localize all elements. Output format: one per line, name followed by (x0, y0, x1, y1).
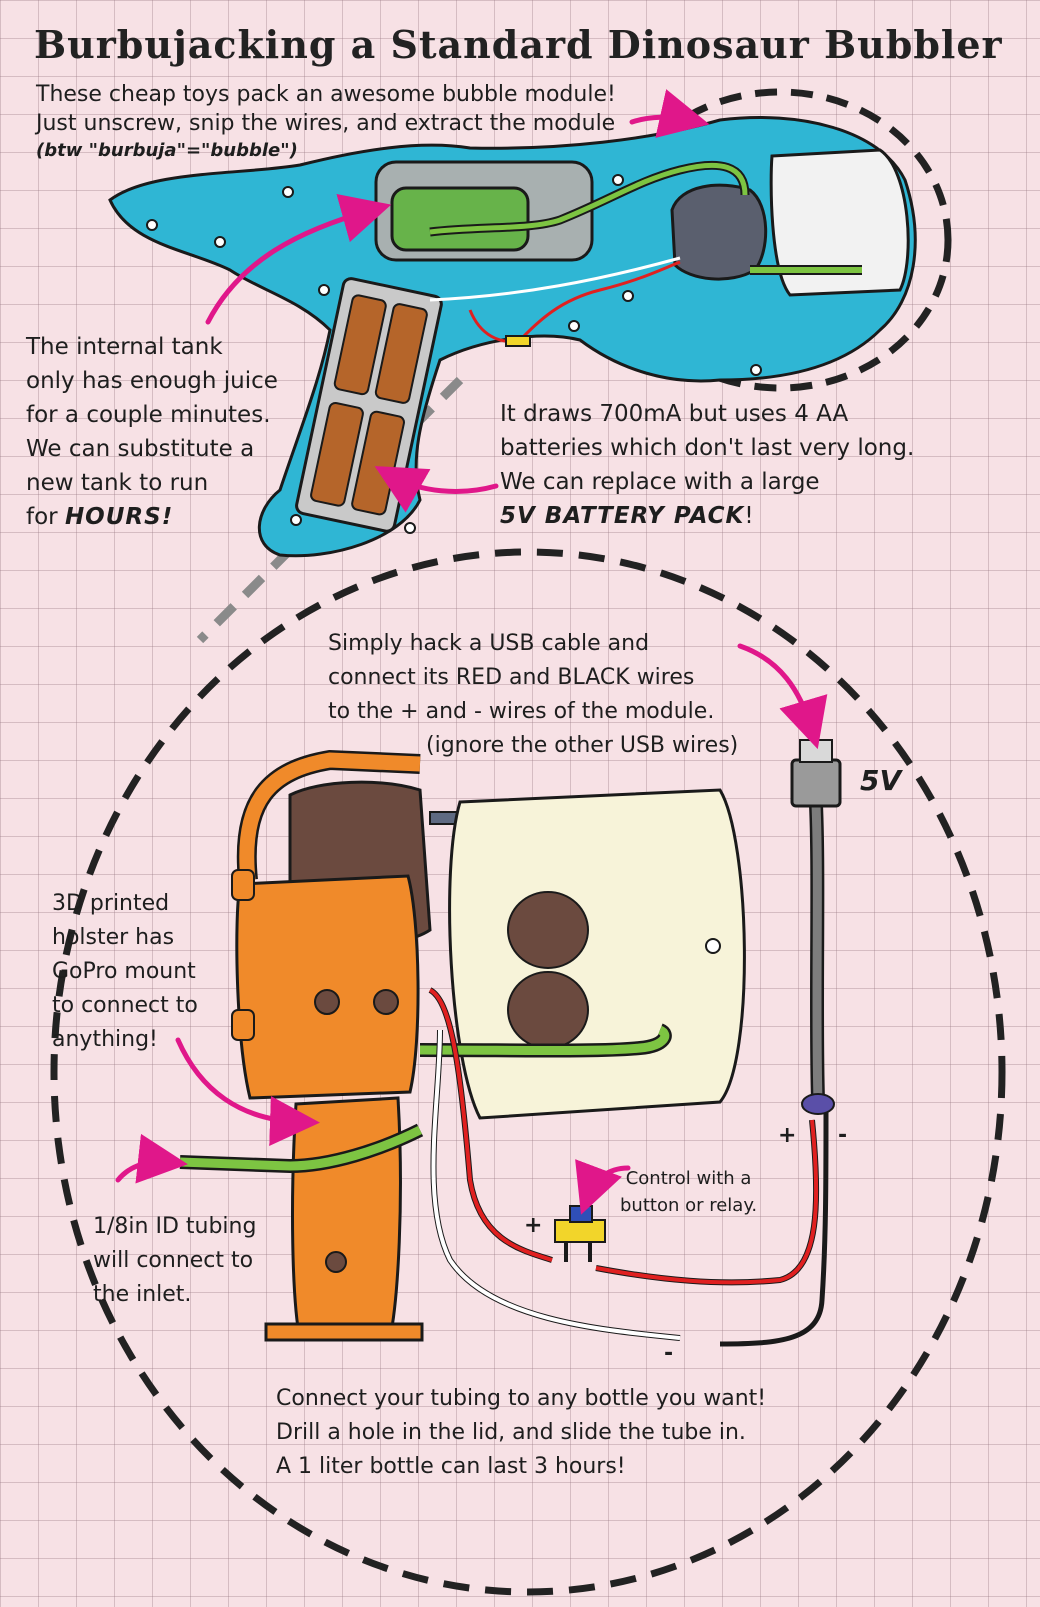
battery-note-line: 5V BATTERY PACK! (500, 499, 914, 533)
arrow-to-batteries (374, 466, 499, 513)
gopro-mount-base (264, 1322, 424, 1342)
fan-blade-lower (507, 971, 589, 1049)
arrow-to-inlet (115, 1133, 188, 1184)
bubble-module-assembly (179, 739, 842, 1347)
control-note-line: Control with a (625, 1168, 752, 1189)
gopro-mount-column (291, 1096, 402, 1342)
usb-note: Simply hack a USB cable and connect its … (328, 627, 738, 763)
control-note: Control with a button or relay. (620, 1165, 757, 1219)
tubing-note-line: will connect to (93, 1248, 254, 1274)
tank-note: The internal tank only has enough juice … (26, 330, 278, 534)
tank-note-prefix: for (26, 504, 65, 531)
screw-hole (214, 236, 226, 248)
arrow-to-holster (175, 1037, 320, 1146)
switch-plus-label: + (524, 1213, 542, 1238)
usb-note-line: to the + and - wires of the module. (328, 699, 715, 725)
screw-hole (282, 186, 294, 198)
battery-note-line: It draws 700mA but uses 4 AA (500, 401, 849, 427)
control-note-line: button or relay. (620, 1195, 758, 1216)
battery-note-emphasis: 5V BATTERY PACK (500, 503, 745, 530)
screw-hole (318, 284, 330, 296)
assembly-dashed-circle (50, 548, 1006, 1596)
fan-module-screw (705, 938, 721, 954)
holster-note: 3D printed holster has GoPro mount to co… (52, 887, 198, 1057)
holster-tab (231, 869, 255, 901)
tubing-note: 1/8in ID tubing will connect to the inle… (93, 1210, 256, 1312)
fan-blade-upper (507, 891, 589, 969)
tank-note-line: for HOURS! (26, 500, 278, 534)
holster-hole-left (314, 989, 340, 1015)
holster-tab (231, 1009, 255, 1041)
push-button-cap (569, 1205, 593, 1223)
usb-note-line: connect its RED and BLACK wires (328, 665, 695, 691)
internal-wire-red (468, 260, 681, 343)
screw-hole (622, 290, 634, 302)
module-minus-label: - (664, 1341, 673, 1366)
usb-note-line: (ignore the other USB wires) (426, 733, 739, 759)
arrow-to-tank (205, 193, 392, 325)
voltage-label: 5V (860, 764, 902, 797)
bubble-module-motor-small (670, 183, 768, 281)
push-button-switch (554, 1219, 606, 1243)
usb-wire-black (719, 1109, 829, 1347)
tank-note-line: for a couple minutes. (26, 402, 271, 429)
internal-tank (390, 186, 530, 252)
screw-hole (404, 522, 416, 534)
usb-connector-plug (799, 739, 833, 763)
screw-hole (612, 174, 624, 186)
screw-hole (750, 364, 762, 376)
usb-connector-body (790, 758, 842, 808)
dinosaur-bubbler-toy (108, 116, 917, 558)
annotation-arrows (115, 89, 828, 1215)
tank-note-line: The internal tank (26, 334, 223, 360)
tank-note-line: We can substitute a (26, 436, 255, 463)
screw-hole (290, 514, 302, 526)
usb-minus-label: - (838, 1123, 847, 1148)
screw-hole (146, 219, 158, 231)
intro-line: Just unscrew, snip the wires, and extrac… (36, 111, 616, 137)
holster-note-line: 3D printed (52, 891, 170, 916)
tank-note-line: only has enough juice (26, 368, 278, 395)
bottle-note: Connect your tubing to any bottle you wa… (276, 1382, 766, 1484)
intro-text: These cheap toys pack an awesome bubble … (36, 80, 616, 162)
arrow-to-module (629, 89, 710, 138)
holster-note-line: anything! (52, 1027, 158, 1053)
fan-module-housing (448, 788, 746, 1120)
tank-note-line: new tank to run (26, 470, 209, 497)
holster-hole-right (373, 989, 399, 1015)
arrow-to-usb (737, 643, 828, 750)
battery-note-line: batteries which don't last very long. (500, 435, 915, 462)
usb-plus-label: + (778, 1123, 796, 1148)
tubing-note-line: 1/8in ID tubing (93, 1214, 257, 1239)
bottle-note-line: Drill a hole in the lid, and slide the t… (276, 1420, 746, 1446)
tubing-note-line: the inlet. (93, 1282, 192, 1308)
battery-note: It draws 700mA but uses 4 AA batteries w… (500, 397, 914, 533)
intro-line: These cheap toys pack an awesome bubble … (36, 82, 616, 107)
usb-note-line: Simply hack a USB cable and (328, 631, 650, 656)
holster-note-line: holster has (52, 925, 175, 951)
battery-note-suffix: ! (744, 503, 754, 530)
holster-note-line: GoPro mount (52, 959, 196, 985)
gopro-mount-hole (325, 1251, 347, 1273)
module-highlight-dashed-circle (608, 88, 952, 392)
usb-cable-end (801, 1093, 835, 1115)
internal-switch (505, 335, 531, 347)
intro-note: (btw "burbuja"="bubble") (36, 139, 298, 161)
screw-hole (568, 320, 580, 332)
holster-note-line: to connect to (52, 993, 198, 1019)
holster-body (235, 874, 420, 1100)
bottle-note-line: Connect your tubing to any bottle you wa… (276, 1386, 767, 1411)
arrow-to-switch (575, 1159, 631, 1215)
bubble-module-fan-small (769, 148, 910, 297)
bottle-note-line: A 1 liter bottle can last 3 hours! (276, 1454, 626, 1480)
tank-note-emphasis: HOURS! (64, 504, 174, 531)
internal-wire-white (429, 256, 681, 302)
battery-note-line: We can replace with a large (500, 469, 820, 496)
page-title: Burbujacking a Standard Dinosaur Bubbler (34, 22, 1003, 67)
